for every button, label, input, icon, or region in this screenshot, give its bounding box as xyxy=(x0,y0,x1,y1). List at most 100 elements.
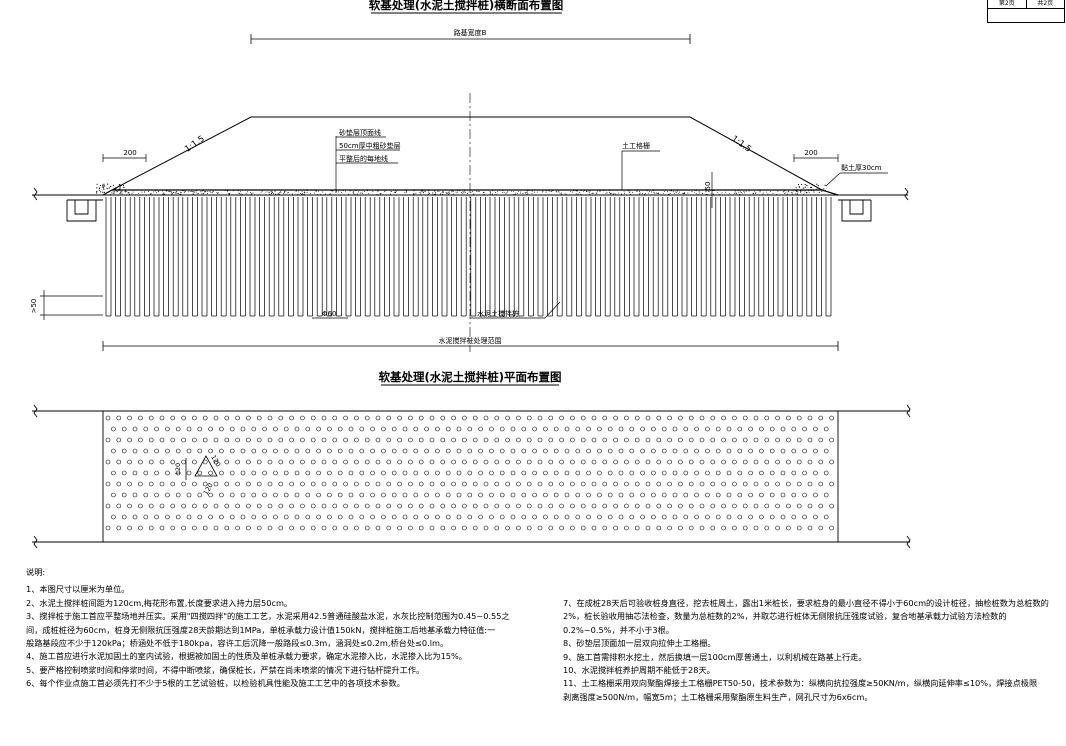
sand-dot xyxy=(495,192,497,193)
plan-pile xyxy=(202,415,208,421)
plan-pile xyxy=(624,481,629,487)
plan-pile xyxy=(148,525,154,531)
plan-pile xyxy=(154,514,159,520)
plan-pile xyxy=(823,470,829,476)
plan-pile xyxy=(678,503,683,509)
note-3a: 3、搅拌桩于施工首应平整场地并压实。采用"四搅四拌"的施工工艺，水泥采用42.5… xyxy=(26,611,510,622)
plan-pile xyxy=(796,437,802,443)
plan-pile xyxy=(591,503,597,509)
sand-dot xyxy=(706,194,708,195)
plan-pile xyxy=(235,437,240,443)
plan-pile xyxy=(337,514,343,520)
plan-pile xyxy=(645,459,651,465)
plan-pile xyxy=(154,470,159,476)
sand-dot xyxy=(380,193,382,195)
pile-depth-label: >50 xyxy=(30,299,38,314)
pile xyxy=(576,197,582,317)
plan-pile xyxy=(742,481,748,487)
pile xyxy=(787,197,793,317)
plan-pile xyxy=(548,437,554,443)
plan-pile xyxy=(132,514,138,520)
plan-pile xyxy=(435,514,440,520)
plan-pile xyxy=(251,426,257,432)
plan-pile xyxy=(726,448,732,454)
plan-pile xyxy=(462,481,467,487)
plan-pile xyxy=(159,415,165,421)
sand-dot xyxy=(313,192,315,194)
plan-pile xyxy=(694,448,699,454)
sand-dot xyxy=(271,192,273,194)
plan-pile xyxy=(813,448,818,454)
plan-pile xyxy=(559,525,564,531)
plan-pile xyxy=(802,426,807,432)
spacing-label-a: 120 xyxy=(174,463,182,475)
cover-soil-dot xyxy=(102,186,104,188)
plan-pile xyxy=(510,492,516,498)
plan-pile xyxy=(111,514,116,520)
geogrid-label: 土工格栅 xyxy=(622,141,650,150)
sand-dot xyxy=(412,192,414,194)
cover-soil-dot xyxy=(103,183,105,185)
pile xyxy=(432,197,438,317)
plan-pile xyxy=(121,492,127,498)
plan-pile xyxy=(694,470,699,476)
sand-dot xyxy=(340,192,342,193)
sand-dot xyxy=(573,190,575,191)
sand-dot xyxy=(639,192,641,194)
sand-dot xyxy=(113,193,115,194)
plan-pile xyxy=(510,470,516,476)
plan-pile xyxy=(699,437,705,443)
sand-dot xyxy=(356,193,358,195)
pile xyxy=(336,197,342,317)
sand-dot xyxy=(515,192,517,194)
sand-dot xyxy=(438,191,440,192)
pile xyxy=(614,197,621,317)
plan-pile xyxy=(246,481,251,487)
plan-pile xyxy=(413,514,419,520)
sand-dot xyxy=(670,190,672,192)
plan-pile xyxy=(354,459,359,465)
plan-pile xyxy=(494,503,500,509)
plan-pile xyxy=(570,437,575,443)
pile xyxy=(259,197,265,317)
pile xyxy=(585,197,592,317)
berm-dimension-left xyxy=(102,154,147,162)
plan-pile xyxy=(235,503,240,509)
plan-pile xyxy=(618,426,624,432)
plan-pile xyxy=(710,415,716,421)
plan-pile xyxy=(559,503,564,509)
sand-dot xyxy=(193,191,195,193)
sand-dot xyxy=(772,193,774,195)
sand-dot xyxy=(514,193,516,195)
pile xyxy=(739,197,745,317)
note-9: 9、施工首需排积水挖土，然后换填一层100cm厚普通土，以利机械在路基上行走。 xyxy=(563,651,867,662)
plan-pile xyxy=(699,503,705,509)
cover-soil-dot xyxy=(122,185,125,187)
sand-dot xyxy=(489,191,491,193)
plan-pile xyxy=(440,503,446,509)
plan-pile xyxy=(294,492,300,498)
sand-dot xyxy=(154,190,156,192)
plan-pile xyxy=(505,481,510,487)
plan-pile xyxy=(462,503,467,509)
plan-pile xyxy=(440,437,446,443)
plan-pile xyxy=(229,470,235,476)
plan-pile xyxy=(564,492,570,498)
plan-pile xyxy=(705,470,710,476)
pile xyxy=(422,197,429,317)
pile xyxy=(144,197,150,317)
sand-dot xyxy=(813,191,815,193)
sand-dot xyxy=(280,192,282,194)
plan-pile xyxy=(780,492,786,498)
plan-pile xyxy=(602,481,608,487)
note-7c: 0.2%~0.5%，并不小于3根。 xyxy=(563,624,674,635)
plan-pile xyxy=(618,448,624,454)
sand-dot xyxy=(183,192,185,193)
cover-soil-label: 黏土厚30cm xyxy=(841,163,882,172)
sand-dot xyxy=(413,190,415,192)
sand-dot xyxy=(446,192,448,194)
plan-pile xyxy=(375,503,381,509)
sand-dot xyxy=(736,192,738,194)
sand-dot xyxy=(475,190,477,192)
